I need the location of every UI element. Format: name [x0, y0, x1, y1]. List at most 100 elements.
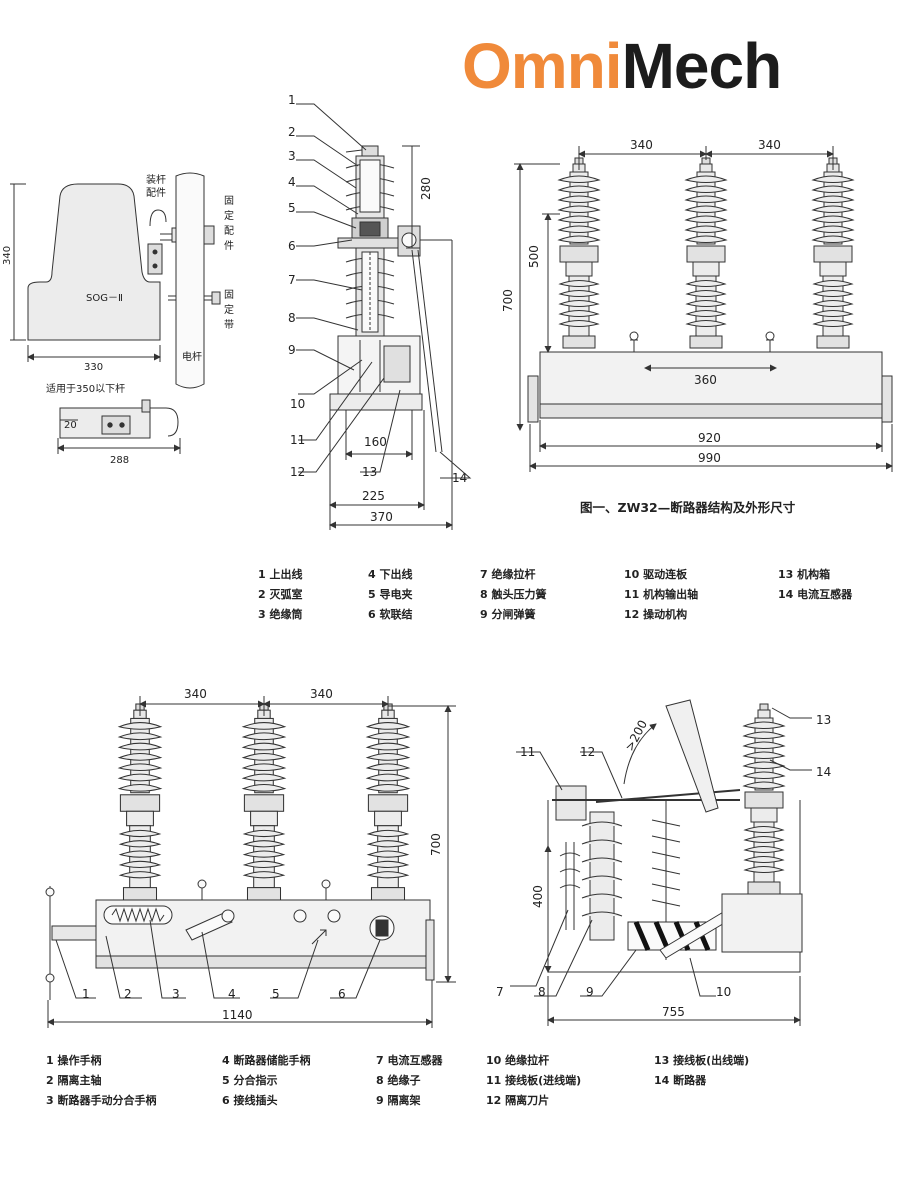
- legend1-item: 10 驱动连板: [624, 568, 688, 581]
- legend1-item: 1 上出线: [258, 568, 303, 581]
- iso-1140-dim: 1140: [222, 1008, 253, 1022]
- brand-logo: OmniMech: [462, 34, 782, 98]
- bracket-base-width-dim: 288: [110, 455, 129, 466]
- side-angle-dim: >200: [622, 718, 650, 754]
- iso-callout-5: 5: [272, 987, 280, 1001]
- front-h500-dim: 500: [527, 245, 541, 268]
- section-callout-5: 5: [288, 201, 296, 215]
- side-callout-8: 8: [538, 985, 546, 999]
- side-callout-13: 13: [816, 713, 831, 727]
- front-360-dim: 360: [694, 373, 717, 387]
- iso-pitch-2-dim: 340: [310, 687, 333, 701]
- legend1-item: 7 绝缘拉杆: [480, 568, 536, 581]
- section-top-dim: 280: [419, 177, 433, 200]
- iso-callout-1: 1: [82, 987, 90, 1001]
- iso-callout-2: 2: [124, 987, 132, 1001]
- section-callout-10: 10: [290, 397, 305, 411]
- section-callouts: 1 2 3 4 5 6 7 8 9 10 11 12 13 14 280 160…: [288, 93, 467, 524]
- legend2-item: 1 操作手柄: [46, 1054, 102, 1067]
- legend1-item: 13 机构箱: [778, 568, 831, 581]
- bracket-height-dim: 340: [2, 246, 13, 265]
- legend1-item: 6 软联结: [368, 608, 413, 621]
- bracket-mount-fitting-label: 装杆配件: [146, 173, 166, 199]
- legend1-item: 5 导电夹: [368, 588, 413, 601]
- bracket-width-dim: 330: [84, 362, 103, 373]
- iso-callout-4: 4: [228, 987, 236, 1001]
- section-callout-14: 14: [452, 471, 467, 485]
- section-callout-4: 4: [288, 175, 296, 189]
- section-callout-11: 11: [290, 433, 305, 447]
- legend1-item: 2 灭弧室: [258, 588, 303, 601]
- iso-h700-dim: 700: [429, 833, 443, 856]
- isolator-side-labels: >200 400 755 7 8 9 10 11 12 13 14: [496, 713, 831, 1019]
- legend1-item: 11 机构输出轴: [624, 588, 699, 601]
- bracket-pole-label: 电杆: [182, 350, 202, 363]
- side-755-dim: 755: [662, 1005, 685, 1019]
- legend2-item: 10 绝缘拉杆: [486, 1054, 550, 1067]
- side-callout-12: 12: [580, 745, 595, 759]
- legend2-item: 13 接线板(出线端): [654, 1054, 750, 1067]
- isolator-front-labels: 340 340 700 1140 1 2 3 4 5 6: [82, 687, 443, 1022]
- front-920-dim: 920: [698, 431, 721, 445]
- legend-2: 1 操作手柄 2 隔离主轴 3 断路器手动分合手柄 4 断路器储能手柄 5 分合…: [46, 1052, 866, 1112]
- breaker-section-drawing: [296, 103, 472, 530]
- bracket-hole-offset-dim: 20: [64, 420, 77, 431]
- legend2-item: 6 接线插头: [222, 1094, 278, 1107]
- brand-logo-part2: Mech: [621, 30, 783, 102]
- legend2-item: 7 电流互感器: [376, 1054, 443, 1067]
- legend2-item: 4 断路器储能手柄: [222, 1054, 311, 1067]
- legend1-item: 3 绝缘筒: [258, 608, 303, 621]
- mounting-bracket-drawing: [10, 172, 221, 454]
- front-pitch-1-dim: 340: [630, 138, 653, 152]
- front-990-dim: 990: [698, 451, 721, 465]
- isolator-front-view-drawing: [45, 696, 456, 1028]
- side-h400-dim: 400: [531, 885, 545, 908]
- legend2-item: 8 绝缘子: [376, 1074, 421, 1087]
- section-callout-3: 3: [288, 149, 296, 163]
- section-callout-6: 6: [288, 239, 296, 253]
- breaker-front-view-drawing: [514, 146, 893, 472]
- legend2-item: 11 接线板(进线端): [486, 1074, 582, 1087]
- legend2-item: 2 隔离主轴: [46, 1074, 102, 1087]
- legend2-item: 9 隔离架: [376, 1094, 421, 1107]
- section-callout-12: 12: [290, 465, 305, 479]
- section-callout-9: 9: [288, 343, 296, 357]
- legend-1: 1 上出线 2 灭弧室 3 绝缘筒 4 下出线 5 导电夹 6 软联结 7 绝缘…: [258, 566, 878, 626]
- bracket-fix-fitting-label: 固定配件: [224, 195, 234, 252]
- legend2-item: 3 断路器手动分合手柄: [46, 1094, 157, 1107]
- side-callout-14: 14: [816, 765, 831, 779]
- side-callout-10: 10: [716, 985, 731, 999]
- bracket-note: 适用于350以下杆: [46, 383, 125, 395]
- side-callout-11: 11: [520, 745, 535, 759]
- section-370-dim: 370: [370, 510, 393, 524]
- iso-callout-3: 3: [172, 987, 180, 1001]
- legend2-item: 14 断路器: [654, 1074, 707, 1087]
- front-pitch-2-dim: 340: [758, 138, 781, 152]
- section-callout-13: 13: [362, 465, 377, 479]
- side-callout-9: 9: [586, 985, 594, 999]
- section-callout-8: 8: [288, 311, 296, 325]
- isolator-side-view-drawing: [510, 699, 812, 1026]
- figure-caption: 图一、ZW32—断路器结构及外形尺寸: [580, 500, 796, 515]
- legend1-item: 8 触头压力簧: [480, 588, 547, 601]
- legend1-item: 14 电流互感器: [778, 588, 853, 601]
- brand-logo-part1: Omni: [462, 30, 623, 102]
- legend1-item: 12 操动机构: [624, 608, 688, 621]
- legend1-item: 9 分闸弹簧: [480, 608, 536, 621]
- iso-callout-6: 6: [338, 987, 346, 1001]
- legend1-item: 4 下出线: [368, 568, 413, 581]
- iso-pitch-1-dim: 340: [184, 687, 207, 701]
- legend2-item: 5 分合指示: [222, 1074, 278, 1087]
- section-225-dim: 225: [362, 489, 385, 503]
- side-callout-7: 7: [496, 985, 504, 999]
- bracket-fix-strap-label: 固定带: [224, 289, 234, 331]
- section-160-dim: 160: [364, 435, 387, 449]
- bracket-model-label: SOG－Ⅱ: [86, 293, 123, 304]
- front-h700-dim: 700: [501, 289, 515, 312]
- front-view-dims: 340 340 500 700 360 920 990: [501, 138, 781, 465]
- section-callout-7: 7: [288, 273, 296, 287]
- section-callout-2: 2: [288, 125, 296, 139]
- section-callout-1: 1: [288, 93, 296, 107]
